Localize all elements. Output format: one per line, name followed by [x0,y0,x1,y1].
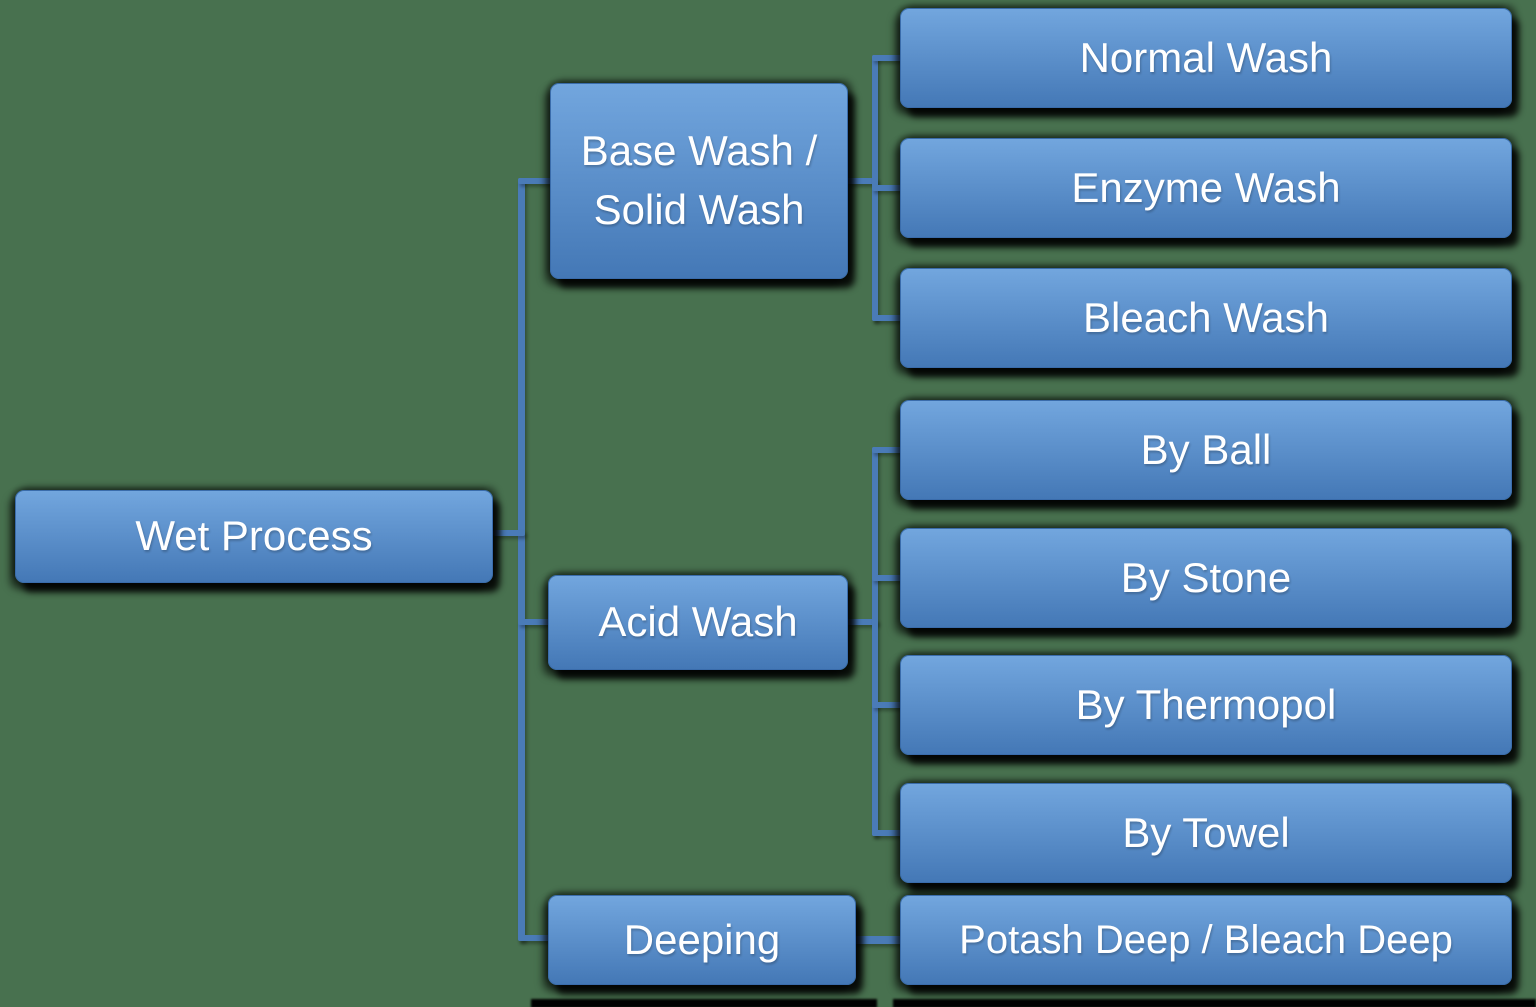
connector-bracket-to-enzyme-wash [872,185,902,191]
bottom-cutoff-shadow-left [531,999,877,1007]
connector-bracket-to-bleach-wash [872,315,902,321]
connector-bracket-to-by-towel [872,830,902,836]
connector-bracket-acid-vertical [872,447,878,836]
node-by-towel: By Towel [900,783,1512,883]
connector-bracket-to-by-stone [872,575,902,581]
connector-trunk-to-deeping [518,935,554,941]
connector-root-to-trunk [493,530,525,536]
connector-trunk-to-acid-wash [518,619,552,625]
node-enzyme-wash: Enzyme Wash [900,138,1512,238]
node-by-thermopol: By Thermopol [900,655,1512,755]
connector-base-wash-to-bracket [846,178,878,184]
connector-trunk-to-base-wash [518,178,552,184]
connector-bracket-to-by-ball [872,447,902,453]
node-by-ball: By Ball [900,400,1512,500]
node-deeping: Deeping [548,895,856,985]
node-acid-wash: Acid Wash [548,575,848,670]
node-by-stone: By Stone [900,528,1512,628]
connector-bracket-to-normal-wash [872,55,902,61]
node-potash-deep-bleach-deep: Potash Deep / Bleach Deep [900,895,1512,985]
node-wet-process: Wet Process [15,490,493,583]
node-normal-wash: Normal Wash [900,8,1512,108]
node-bleach-wash: Bleach Wash [900,268,1512,368]
connector-bracket-to-by-thermopol [872,702,902,708]
connector-acid-wash-to-bracket [846,619,878,625]
bottom-cutoff-shadow-right [893,999,1536,1007]
node-base-wash-solid-wash: Base Wash / Solid Wash [550,83,848,279]
connector-deeping-to-potash [854,936,902,944]
connector-trunk-vertical [518,178,525,941]
